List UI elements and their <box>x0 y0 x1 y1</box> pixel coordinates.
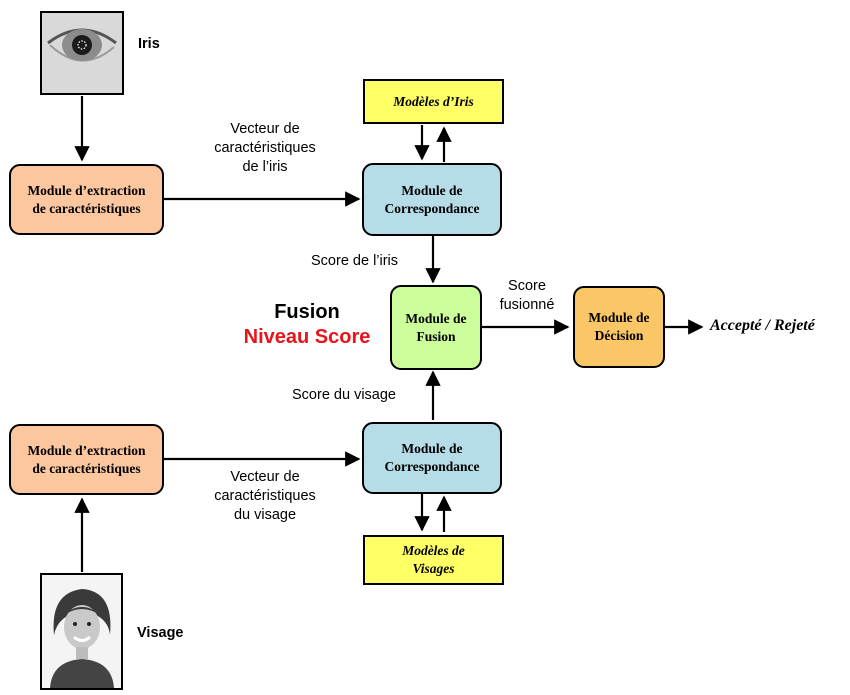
iris-models-box: Modèles d’Iris <box>363 79 504 124</box>
decision-module: Module de Décision <box>573 286 665 368</box>
iris-models-label: Modèles d’Iris <box>393 93 474 109</box>
visage-vector-line1: Vecteur de <box>230 469 300 485</box>
fusion-title-line2: Niveau Score <box>243 326 371 348</box>
visage-extraction-module: Module d’extraction de caractéristiques <box>9 424 164 495</box>
fusion-module-line1: Module de <box>405 310 467 326</box>
visage-label: Visage <box>137 625 184 641</box>
visage-matching-line2: Correspondance <box>384 459 480 474</box>
fusion-title-line1: Fusion <box>274 301 340 323</box>
iris-photo <box>40 11 124 95</box>
iris-vector-line2: caractéristiques <box>214 139 316 156</box>
score-fused-label: Score fusionné <box>486 277 568 315</box>
visage-models-box: Modèles de Visages <box>363 535 504 585</box>
visage-feature-vector-label: Vecteur de caractéristiques du visage <box>180 468 350 525</box>
iris-extraction-module: Module d’extraction de caractéristiques <box>9 164 164 235</box>
visage-photo <box>40 573 123 690</box>
iris-vector-line3: de l’iris <box>242 158 288 175</box>
visage-models-line2: Visages <box>412 561 455 576</box>
iris-matching-line2: Correspondance <box>384 200 480 216</box>
face-icon <box>42 575 121 688</box>
visage-extraction-line2: de caractéristiques <box>32 460 141 476</box>
visage-extraction-line1: Module d’extraction <box>27 442 146 458</box>
decision-module-line2: Décision <box>594 328 644 343</box>
eye-icon <box>42 13 122 93</box>
visage-matching-line1: Module de <box>401 441 463 457</box>
visage-models-line1: Modèles de <box>402 543 465 559</box>
fusion-module: Module de Fusion <box>390 285 482 370</box>
score-fused-line2: fusionné <box>499 296 555 313</box>
decision-module-line1: Module de <box>588 310 650 326</box>
visage-matching-module: Module de Correspondance <box>362 422 502 494</box>
decision-output: Accepté / Rejeté <box>710 317 815 334</box>
iris-extraction-line1: Module d’extraction <box>27 182 146 198</box>
iris-vector-line1: Vecteur de <box>230 121 300 137</box>
iris-feature-vector-label: Vecteur de caractéristiques de l’iris <box>180 120 350 177</box>
visage-vector-line3: du visage <box>233 506 297 523</box>
score-iris-label: Score de l’iris <box>311 253 399 269</box>
score-fused-line1: Score <box>508 278 546 294</box>
iris-matching-line1: Module de <box>401 182 463 198</box>
fusion-module-line2: Fusion <box>416 328 456 344</box>
iris-label: Iris <box>138 36 160 52</box>
iris-extraction-line2: de caractéristiques <box>32 200 141 216</box>
visage-vector-line2: caractéristiques <box>214 487 316 504</box>
score-visage-label: Score du visage <box>292 387 396 403</box>
iris-matching-module: Module de Correspondance <box>362 163 502 236</box>
fusion-title: Fusion Niveau Score <box>232 300 382 350</box>
